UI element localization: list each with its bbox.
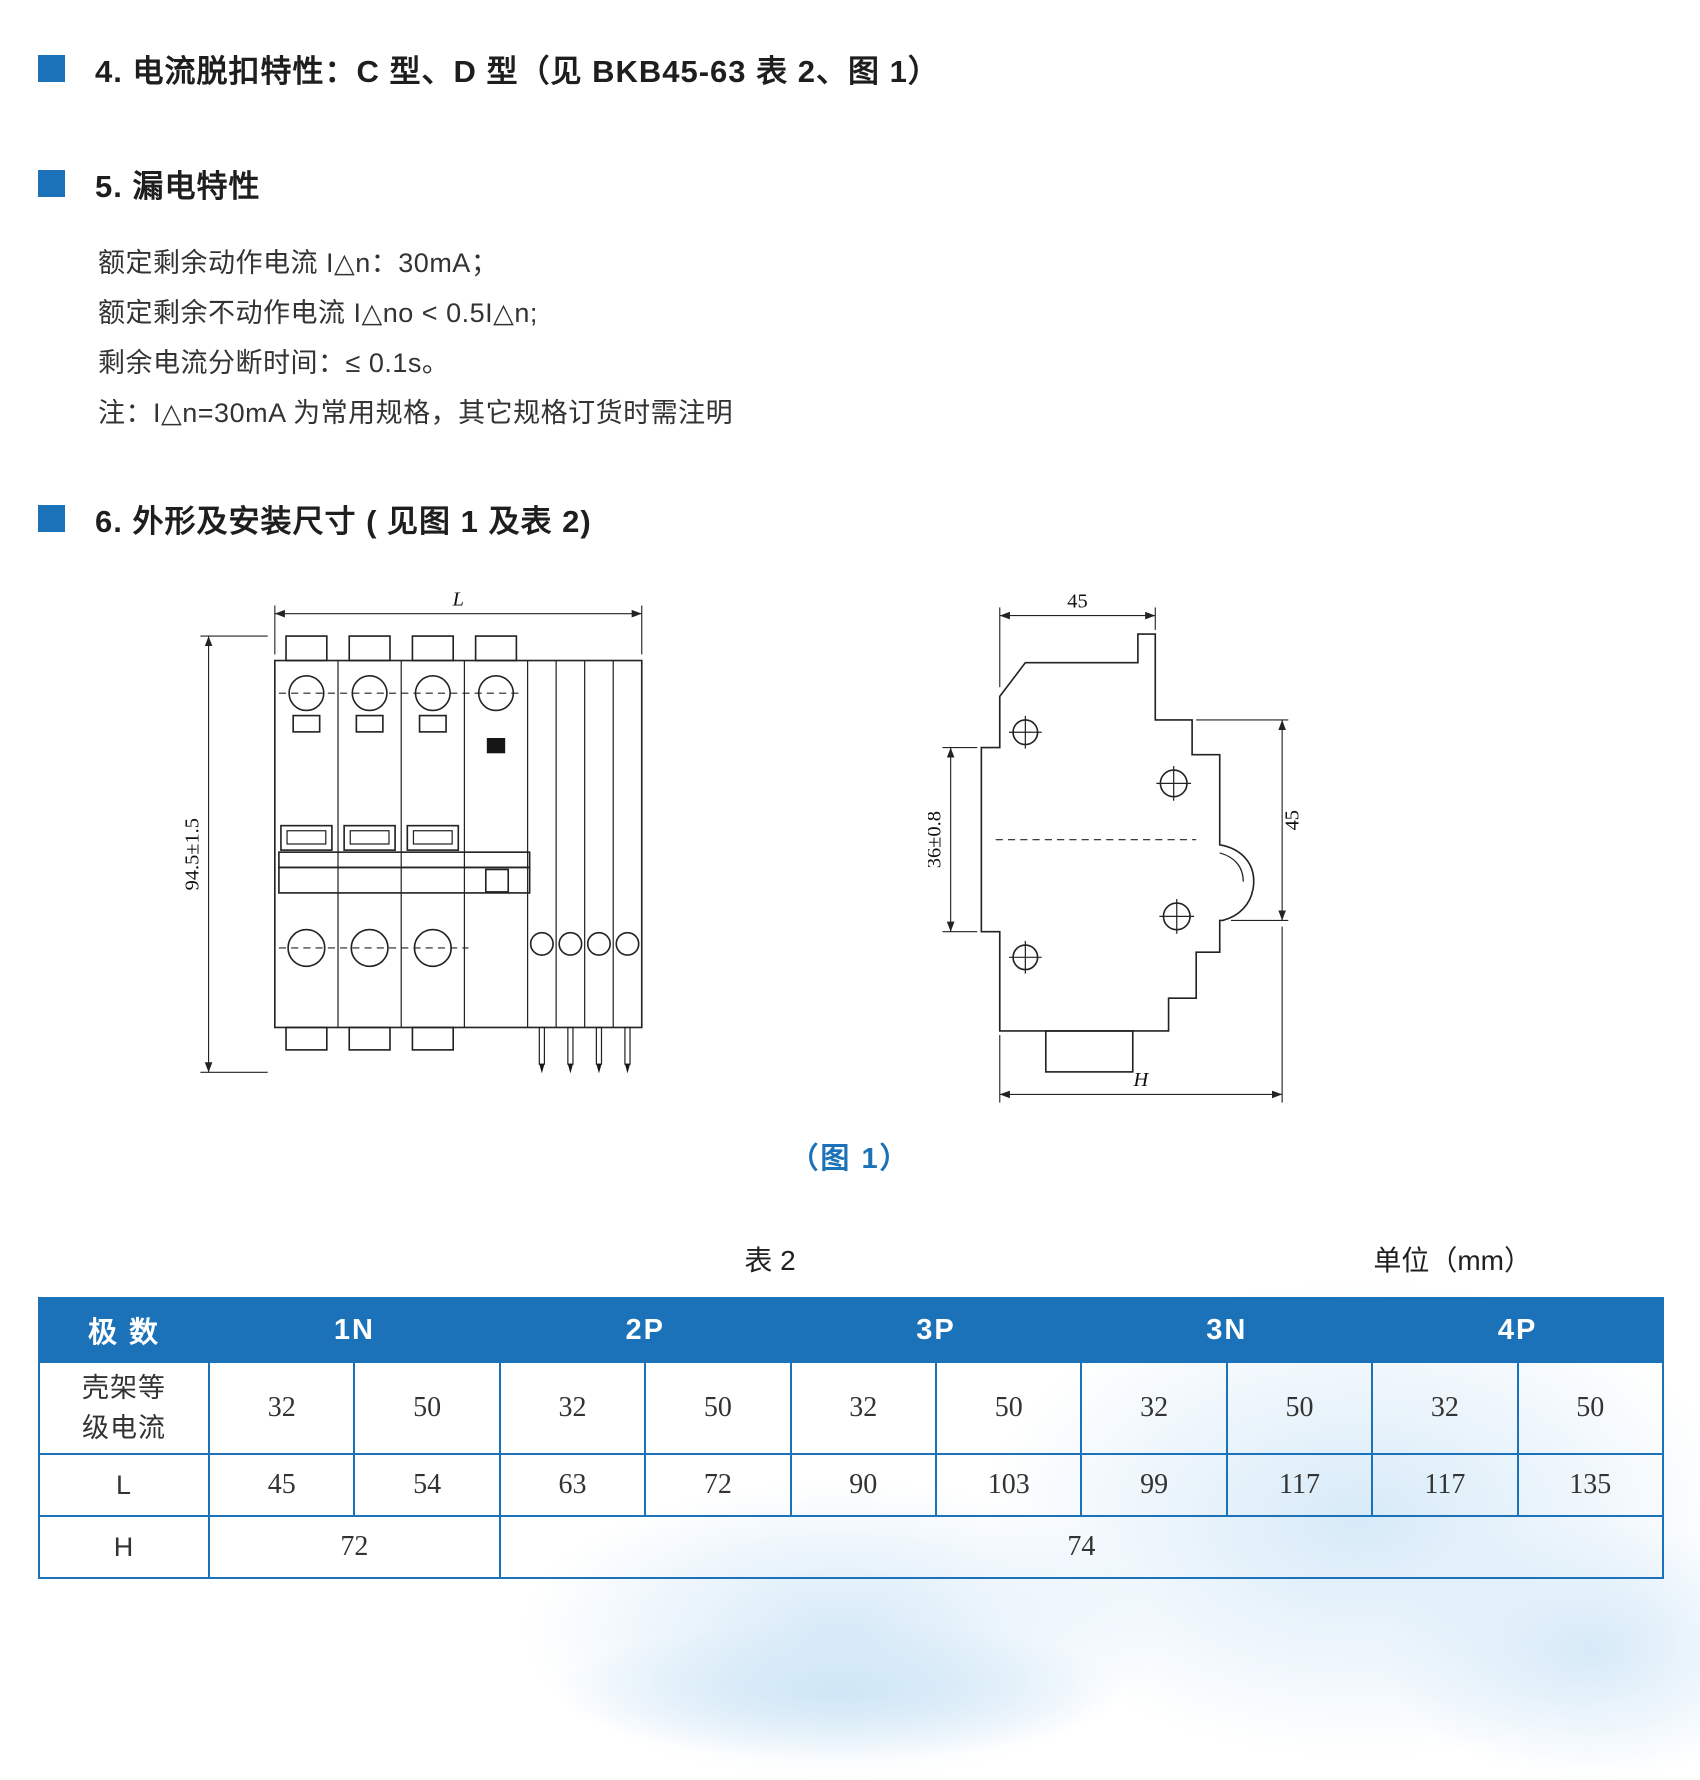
side-left-dim-label: 36±0.8 bbox=[928, 811, 945, 868]
column-header-1n: 1N bbox=[208, 1297, 501, 1363]
table-row-frame-current: 壳架等 级电流 32 50 32 50 32 50 32 50 32 50 bbox=[38, 1361, 1664, 1455]
blue-square-bullet bbox=[38, 505, 65, 532]
table-row-L: L 45 54 63 72 90 103 99 117 117 135 bbox=[38, 1453, 1664, 1517]
table-cell: 117 bbox=[1371, 1453, 1519, 1517]
table-cell: 32 bbox=[1371, 1361, 1519, 1455]
table-cell: 72 bbox=[208, 1515, 501, 1579]
figure-1-drawings: L 94.5±1.5 bbox=[178, 589, 1662, 1121]
row-label: 壳架等 级电流 bbox=[38, 1361, 210, 1455]
table-cell: 63 bbox=[498, 1453, 647, 1517]
dimensions-table: 极 数 1N 2P 3P 3N 4P 壳架等 级电流 32 50 32 50 3… bbox=[38, 1297, 1664, 1579]
column-header-3p: 3P bbox=[789, 1297, 1083, 1363]
row-label: L bbox=[38, 1453, 210, 1517]
column-header-2p: 2P bbox=[498, 1297, 792, 1363]
section-4-heading: 4. 电流脱扣特性：C 型、D 型（见 BKB45-63 表 2、图 1） bbox=[38, 46, 1662, 91]
section-4-title: 4. 电流脱扣特性：C 型、D 型（见 BKB45-63 表 2、图 1） bbox=[95, 54, 940, 89]
table-cell: 54 bbox=[353, 1453, 501, 1517]
spec-line: 额定剩余动作电流 I△n：30mA； bbox=[98, 248, 499, 278]
table-cell: 45 bbox=[207, 1453, 356, 1517]
side-left-dimension: 36±0.8 bbox=[928, 747, 978, 933]
side-body-outline bbox=[980, 633, 1255, 1073]
table-cell: 32 bbox=[498, 1361, 647, 1455]
spec-line: 额定剩余不动作电流 I△no < 0.5I△n; bbox=[98, 298, 538, 328]
table-cell: 74 bbox=[498, 1515, 1664, 1579]
spec-line: 注：I△n=30mA 为常用规格，其它规格订货时需注明 bbox=[98, 398, 734, 428]
front-pins bbox=[538, 1026, 631, 1074]
blue-square-bullet bbox=[38, 170, 65, 197]
side-top-dim-label: 45 bbox=[1067, 590, 1087, 612]
front-view-drawing: L 94.5±1.5 bbox=[181, 589, 643, 1074]
front-top-dimension: L bbox=[274, 589, 643, 655]
table-header-row: 极 数 1N 2P 3P 3N 4P bbox=[38, 1297, 1664, 1363]
column-header-4p: 4P bbox=[1371, 1297, 1664, 1363]
table-cell: 50 bbox=[934, 1361, 1083, 1455]
table-row-H: H 72 74 bbox=[38, 1515, 1664, 1579]
page-content: 4. 电流脱扣特性：C 型、D 型（见 BKB45-63 表 2、图 1） 5.… bbox=[38, 46, 1664, 1579]
side-top-dimension: 45 bbox=[999, 590, 1156, 688]
table-cell: 50 bbox=[1225, 1361, 1374, 1455]
section-6-heading: 6. 外形及安装尺寸 ( 见图 1 及表 2) bbox=[38, 496, 1662, 541]
side-right-dim-label: 45 bbox=[1282, 810, 1304, 830]
table-unit-label: 单位（mm） bbox=[1373, 1245, 1532, 1276]
front-handle-assembly bbox=[278, 824, 531, 894]
table-cell: 90 bbox=[789, 1453, 937, 1517]
row-label: H bbox=[38, 1515, 210, 1579]
table-cell: 50 bbox=[1516, 1361, 1664, 1455]
table-cell: 32 bbox=[207, 1361, 356, 1455]
table-cell: 103 bbox=[934, 1453, 1083, 1517]
test-button bbox=[486, 738, 506, 754]
front-width-dim-label: L bbox=[452, 589, 464, 611]
side-view-drawing: 45 bbox=[928, 590, 1304, 1103]
watermark-blob bbox=[560, 1620, 1120, 1760]
section-5-heading: 5. 漏电特性 bbox=[38, 161, 1662, 206]
column-header-3n: 3N bbox=[1080, 1297, 1374, 1363]
section-6-title: 6. 外形及安装尺寸 ( 见图 1 及表 2) bbox=[95, 504, 592, 539]
column-header-poles: 极 数 bbox=[38, 1297, 210, 1363]
table-cell: 32 bbox=[789, 1361, 937, 1455]
leakage-spec-lines: 额定剩余动作电流 I△n：30mA； 额定剩余不动作电流 I△no < 0.5I… bbox=[98, 238, 1662, 438]
section-5-title: 5. 漏电特性 bbox=[95, 169, 261, 204]
table-cell: 99 bbox=[1080, 1453, 1228, 1517]
spec-line: 剩余电流分断时间：≤ 0.1s。 bbox=[98, 348, 450, 378]
front-body-outline bbox=[274, 659, 643, 1029]
table-cell: 50 bbox=[353, 1361, 501, 1455]
table-cell: 32 bbox=[1080, 1361, 1228, 1455]
front-top-terminals bbox=[278, 635, 524, 754]
side-bottom-dim-label: H bbox=[1133, 1069, 1150, 1091]
table-meta-row: 表 2 单位（mm） bbox=[38, 1239, 1662, 1279]
figure-1-caption: （图 1） bbox=[789, 1143, 911, 1175]
table-cell: 135 bbox=[1516, 1453, 1664, 1517]
front-bottom-terminals bbox=[278, 928, 640, 1051]
table-cell: 72 bbox=[644, 1453, 792, 1517]
table-cell: 50 bbox=[644, 1361, 792, 1455]
table-cell: 117 bbox=[1225, 1453, 1374, 1517]
front-height-dim-label: 94.5±1.5 bbox=[181, 818, 203, 890]
side-screw-holes bbox=[1008, 715, 1195, 974]
blue-square-bullet bbox=[38, 55, 65, 82]
table-caption: 表 2 bbox=[744, 1245, 796, 1276]
side-bottom-dimension: H bbox=[999, 926, 1283, 1103]
front-left-dimension: 94.5±1.5 bbox=[181, 635, 268, 1073]
side-right-dimension: 45 bbox=[1196, 719, 1304, 922]
